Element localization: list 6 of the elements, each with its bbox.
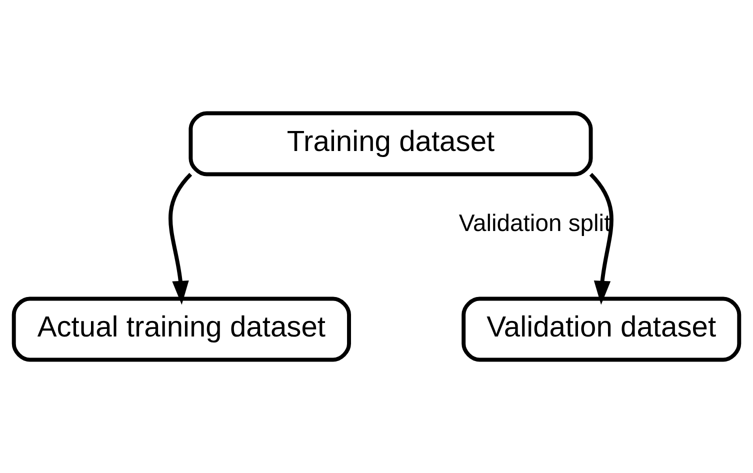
- node-box: Validation dataset: [462, 296, 742, 362]
- node-box: Training dataset: [188, 111, 593, 176]
- node-box: Actual training dataset: [12, 296, 351, 362]
- arrow: [168, 172, 192, 305]
- edge-label: Validation split: [458, 210, 611, 238]
- arrow: [589, 172, 614, 305]
